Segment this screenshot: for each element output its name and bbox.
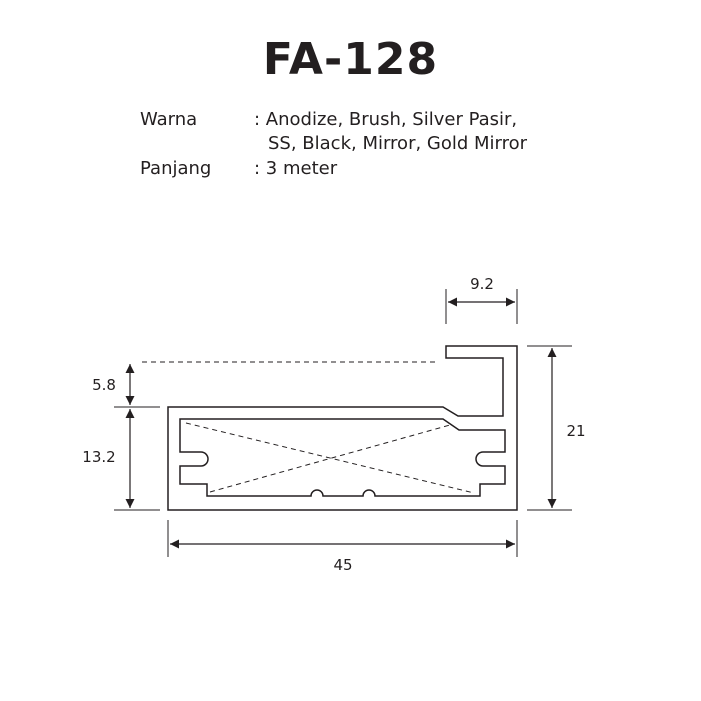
page-title: FA-128 (262, 34, 439, 85)
profile-outer-outline (167, 345, 518, 511)
profile-inner-cavity (179, 418, 506, 497)
dim-label-body-height: 13.2 (82, 448, 115, 466)
dim-label-total-height: 21 (566, 422, 585, 440)
cavity-diagonal-2 (209, 424, 451, 493)
warna-value-line1: : Anodize, Brush, Silver Pasir, (254, 109, 518, 130)
warna-label: Warna (140, 109, 198, 130)
cavity-diagonal-1 (185, 422, 475, 494)
dim-label-lip-width: 9.2 (470, 275, 494, 293)
panjang-value: : 3 meter (254, 158, 338, 179)
warna-value-line2: SS, Black, Mirror, Gold Mirror (268, 133, 528, 154)
dim-label-total-width: 45 (333, 556, 352, 574)
panjang-label: Panjang (140, 158, 212, 179)
dim-label-lip-height: 5.8 (92, 376, 116, 394)
